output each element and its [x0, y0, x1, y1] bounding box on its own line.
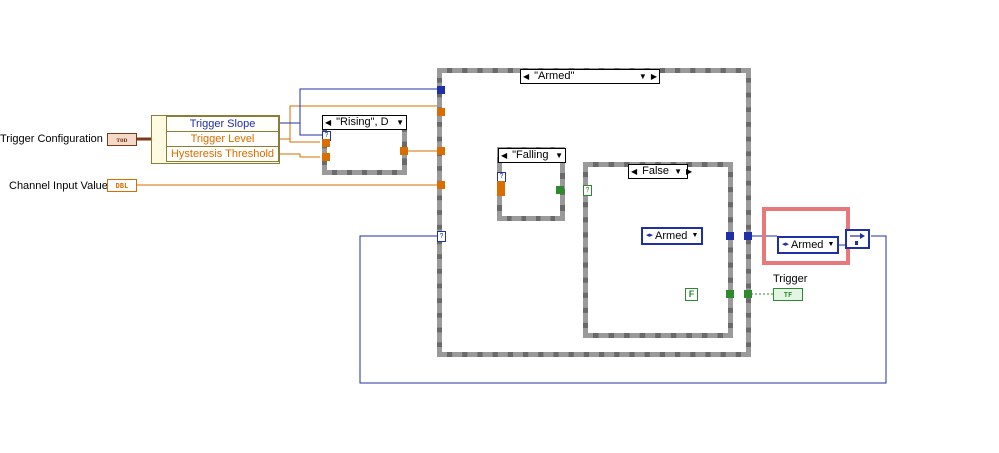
increment-arrow-icon[interactable]: ▶ — [650, 72, 657, 81]
increment-arrow-icon[interactable]: ▶ — [685, 167, 693, 176]
chevron-down-icon[interactable]: ▼ — [691, 232, 699, 239]
rising-case-selector[interactable]: ◀ "Rising", D ▼ — [322, 115, 407, 130]
falling-tunnel-threshold[interactable] — [497, 188, 505, 196]
tf-indicator-icon[interactable]: TF — [773, 288, 803, 301]
outer-case-selector[interactable]: ◀ "Armed" ▼ ▶ — [520, 69, 660, 84]
inner-case-selector[interactable]: ◀ False ▼ ▶ — [628, 164, 692, 179]
outer-tunnel-hysteresis[interactable] — [437, 147, 445, 155]
falling-tunnel-out[interactable] — [556, 186, 564, 194]
trigger-output-label: Trigger — [773, 273, 808, 285]
outer-tunnel-trigger-out[interactable] — [744, 290, 752, 298]
rising-tunnel-level[interactable] — [322, 139, 330, 147]
dbl-glyph: DBL — [115, 181, 129, 190]
chevron-down-icon[interactable]: ▼ — [396, 118, 404, 127]
armed-highlighted-label: Armed — [791, 239, 824, 251]
armed-enum-highlighted[interactable]: ◂▸ Armed ▼ — [777, 236, 840, 254]
unbundle-item-trigger-slope[interactable]: Trigger Slope — [166, 116, 279, 132]
falling-tunnel-input[interactable] — [497, 181, 505, 189]
chevron-down-icon[interactable]: ▼ — [555, 151, 563, 160]
enum-arrows-icon: ◂▸ — [646, 232, 654, 239]
decrement-arrow-icon[interactable]: ◀ — [325, 118, 332, 127]
outer-tunnel-level[interactable] — [437, 108, 445, 116]
case-selector-terminal-icon[interactable]: ? — [437, 231, 446, 242]
tf-glyph: TF — [783, 290, 793, 299]
trigger-configuration-label: Trigger Configuration — [0, 133, 103, 145]
rising-case-label: "Rising", D — [336, 116, 389, 128]
decrement-arrow-icon[interactable]: ◀ — [631, 167, 638, 176]
inner-tunnel-state-out[interactable] — [726, 232, 734, 240]
decrement-arrow-icon[interactable]: ◀ — [523, 72, 530, 81]
outer-tunnel-state-out[interactable] — [744, 232, 752, 240]
unbundle-by-name-node[interactable]: Trigger Slope Trigger Level Hysteresis T… — [151, 115, 280, 164]
armed-enum-label: Armed — [655, 230, 688, 242]
unbundle-item-hysteresis-threshold[interactable]: Hysteresis Threshold — [166, 146, 279, 162]
outer-case-label: "Armed" — [534, 70, 575, 82]
chevron-down-icon[interactable]: ▼ — [674, 167, 682, 176]
falling-case-selector[interactable]: ◀ "Falling ▼ — [498, 148, 566, 163]
arrow-right-icon — [850, 233, 865, 245]
unbundle-item-trigger-level[interactable]: Trigger Level — [166, 131, 279, 147]
cluster-terminal-icon[interactable]: ᴛᴏᴅ — [107, 133, 137, 146]
dbl-terminal-icon[interactable]: DBL — [107, 179, 137, 192]
inner-tunnel-trigger-out[interactable] — [726, 290, 734, 298]
shift-register-right-icon[interactable] — [845, 229, 870, 249]
chevron-down-icon[interactable]: ▼ — [827, 241, 835, 248]
cluster-glyph: ᴛᴏᴅ — [116, 135, 128, 144]
rising-tunnel-out[interactable] — [400, 147, 408, 155]
falling-case-label: "Falling — [512, 149, 549, 161]
chevron-down-icon[interactable]: ▼ — [638, 72, 647, 81]
channel-input-value-label: Channel Input Value — [9, 180, 108, 192]
outer-tunnel-slope[interactable] — [437, 86, 445, 94]
inner-case-structure[interactable] — [583, 162, 733, 338]
armed-enum-constant[interactable]: ◂▸ Armed ▼ — [641, 227, 704, 245]
outer-tunnel-input[interactable] — [437, 181, 445, 189]
inner-selector-terminal-icon[interactable]: ? — [583, 185, 592, 196]
decrement-arrow-icon[interactable]: ◀ — [501, 151, 508, 160]
enum-arrows-icon: ◂▸ — [782, 241, 790, 248]
inner-case-label: False — [642, 165, 670, 177]
false-constant[interactable]: F — [685, 288, 698, 301]
rising-tunnel-hysteresis[interactable] — [322, 153, 330, 161]
